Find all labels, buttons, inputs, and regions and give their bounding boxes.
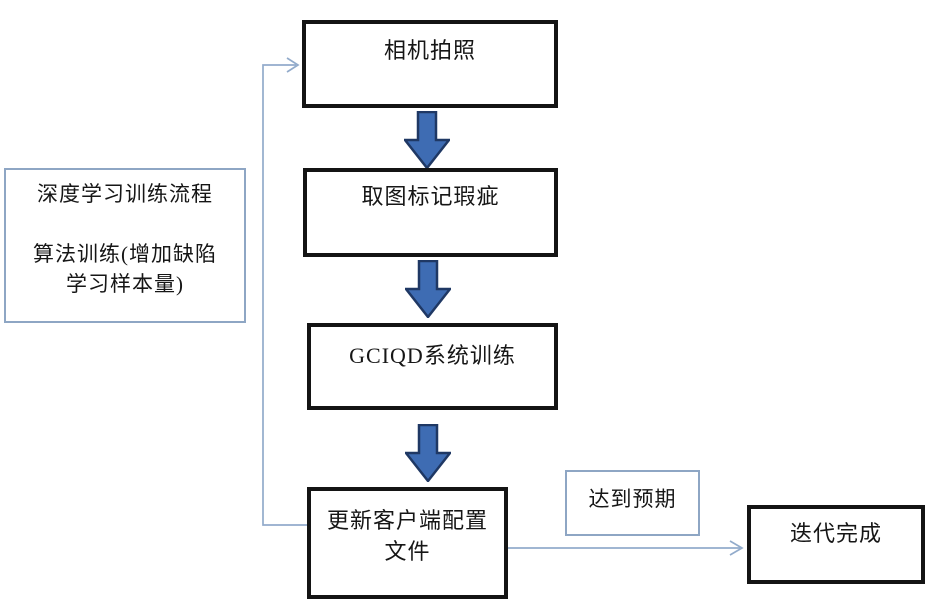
edge-label-expectation-met: 达到预期 (565, 470, 700, 536)
node-camera-capture: 相机拍照 (302, 20, 558, 108)
node-update-client-config: 更新客户端配置 文件 (307, 487, 508, 599)
node-mark-defects: 取图标记瑕疵 (303, 168, 558, 257)
feedback-connector (262, 64, 307, 526)
feedback-arrowhead-icon (286, 57, 300, 73)
node-gciqd-training: GCIQD系统训练 (307, 323, 558, 410)
block-arrow-down-icon (405, 424, 451, 482)
legend-box: 深度学习训练流程 算法训练(增加缺陷 学习样本量) (4, 168, 246, 323)
block-arrow-down-icon (404, 111, 450, 169)
block-arrow-down-icon (405, 260, 451, 318)
success-arrowhead-icon (729, 540, 744, 556)
node-iteration-complete: 迭代完成 (747, 505, 925, 584)
